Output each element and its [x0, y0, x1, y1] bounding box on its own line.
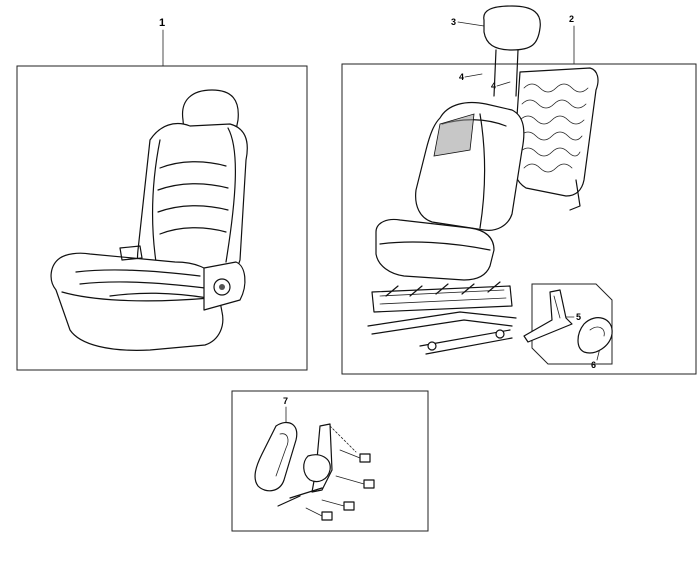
panel-side-cover-detail: 7: [231, 390, 429, 532]
bracket-assembly-icon: [277, 423, 375, 521]
callout-1: 1: [159, 17, 165, 29]
callout-7: 7: [283, 396, 288, 406]
side-cover-bracket-icon: [523, 283, 613, 365]
panel-exploded-seat: 3 2 4 4 5 6: [341, 5, 697, 375]
callout-leader-4a: [464, 73, 483, 78]
seat-assembly-icon: [50, 89, 248, 351]
panel-frame-1: [16, 65, 308, 371]
callout-leader-3: [457, 21, 485, 27]
side-cover-7-icon: [254, 421, 298, 492]
callout-4b: 4: [491, 81, 496, 91]
callout-4a: 4: [459, 72, 464, 82]
seat-exploded-icon: [367, 5, 599, 355]
callout-6: 6: [591, 360, 596, 370]
panel-assembled-seat: 1: [16, 17, 308, 371]
panel-frame-3: [231, 390, 429, 532]
callout-5: 5: [576, 312, 581, 322]
callout-leader-4b: [496, 81, 511, 87]
callout-2: 2: [569, 14, 574, 24]
panel-frame-2: [341, 63, 697, 375]
callout-3: 3: [451, 17, 456, 27]
